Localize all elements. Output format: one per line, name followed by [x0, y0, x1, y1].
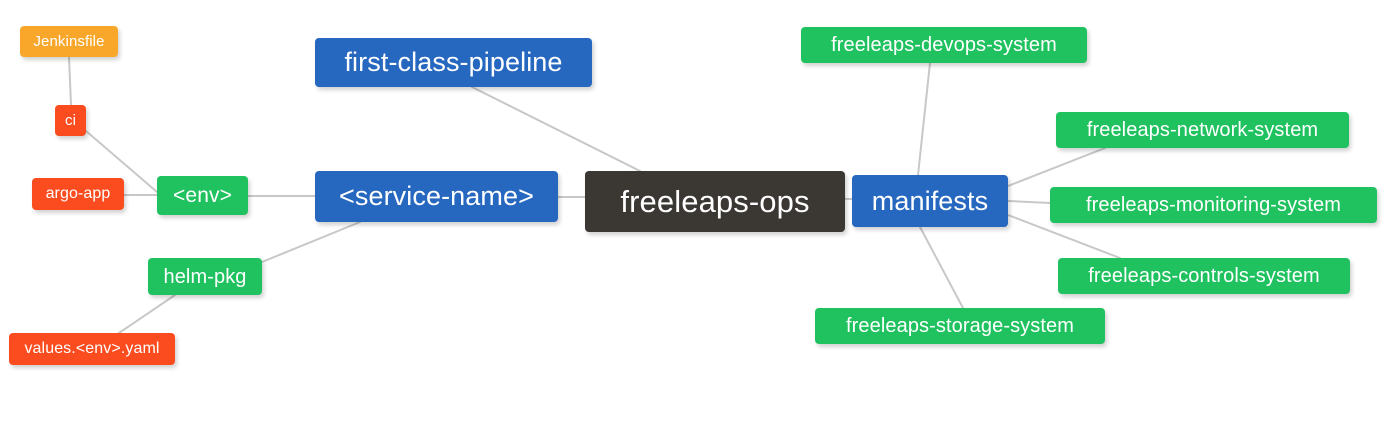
edge-manifests-to-freeleaps-monitoring-system	[1007, 200, 1051, 204]
node-freeleaps-monitoring-system[interactable]: freeleaps-monitoring-system	[1050, 187, 1377, 223]
edge-manifests-to-freeleaps-network-system	[1007, 147, 1106, 187]
node-ci[interactable]: ci	[55, 105, 86, 136]
node-service-name[interactable]: <service-name>	[315, 171, 558, 222]
node-freeleaps-ops[interactable]: freeleaps-ops	[585, 171, 845, 232]
edge-jenkinsfile-to-ci	[68, 56, 72, 106]
node-argo-app[interactable]: argo-app	[32, 178, 124, 210]
node-freeleaps-storage-system[interactable]: freeleaps-storage-system	[815, 308, 1105, 344]
node-manifests[interactable]: manifests	[852, 175, 1008, 227]
edge-service-name-to-helm-pkg	[261, 221, 361, 263]
edge-first-class-pipeline-to-freeleaps-ops	[471, 86, 641, 172]
edge-manifests-to-freeleaps-devops-system	[917, 62, 931, 176]
node-env[interactable]: <env>	[157, 176, 248, 215]
node-freeleaps-controls-system[interactable]: freeleaps-controls-system	[1058, 258, 1350, 294]
node-first-class-pipeline[interactable]: first-class-pipeline	[315, 38, 592, 87]
node-freeleaps-devops-system[interactable]: freeleaps-devops-system	[801, 27, 1087, 63]
node-freeleaps-network-system[interactable]: freeleaps-network-system	[1056, 112, 1349, 148]
node-values-env-yaml[interactable]: values.<env>.yaml	[9, 333, 175, 365]
edge-manifests-to-freeleaps-storage-system	[919, 226, 964, 309]
edge-helm-pkg-to-values-env-yaml	[118, 294, 176, 334]
node-jenkinsfile[interactable]: Jenkinsfile	[20, 26, 118, 57]
node-helm-pkg[interactable]: helm-pkg	[148, 258, 262, 295]
